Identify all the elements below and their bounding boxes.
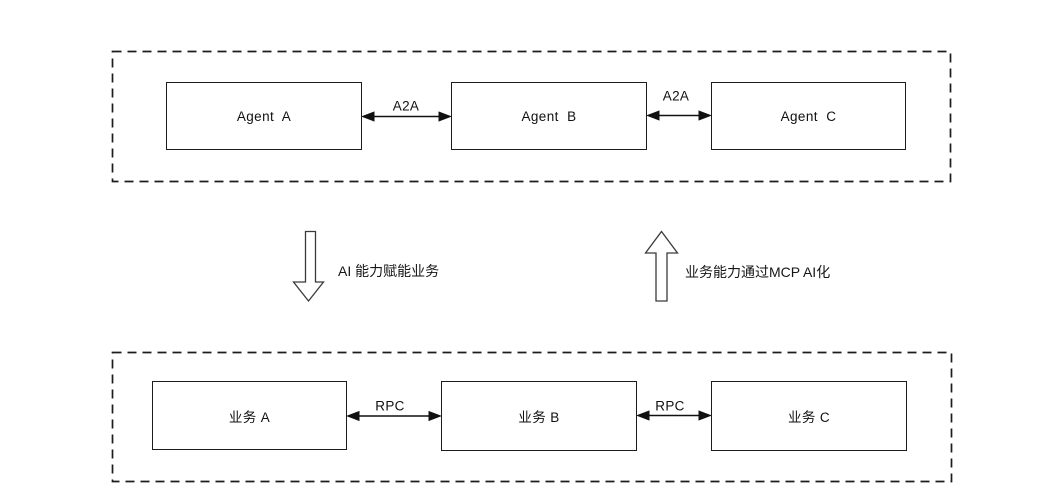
rpc-label-1: RPC (375, 398, 405, 414)
a2a-label-2: A2A (662, 88, 690, 104)
agent-a-label: Agent A (236, 108, 292, 124)
a2a-arrow-1-icon (361, 111, 452, 122)
a2a-label-1: A2A (392, 98, 420, 114)
rpc-arrow-1-icon (346, 410, 442, 422)
business-c-label: 业务 C (787, 410, 831, 425)
business-a-label: 业务 A (228, 409, 271, 425)
agent-c-label: Agent C (780, 108, 837, 124)
rpc-label-2: RPC (655, 398, 685, 414)
agent-layer-dashed-container (111, 50, 952, 183)
business-b-label: 业务 B (518, 410, 560, 425)
business-a-box: 业务 A (152, 381, 347, 450)
up-block-arrow-icon (644, 230, 679, 302)
rpc-arrow-2-icon (636, 410, 712, 421)
a2a-arrow-2-icon (646, 110, 712, 121)
agent-b-box: Agent B (451, 82, 647, 150)
business-c-box: 业务 C (711, 381, 907, 451)
agent-b-label: Agent B (521, 108, 577, 124)
down-block-arrow-icon (292, 230, 325, 303)
agent-c-box: Agent C (711, 82, 906, 150)
down-flow-label: AI 能力赋能业务 (338, 263, 440, 279)
up-flow-label: 业务能力通过MCP AI化 (685, 264, 831, 280)
business-layer-dashed-container (111, 351, 953, 483)
business-b-box: 业务 B (441, 381, 637, 451)
agent-a-box: Agent A (166, 82, 362, 150)
